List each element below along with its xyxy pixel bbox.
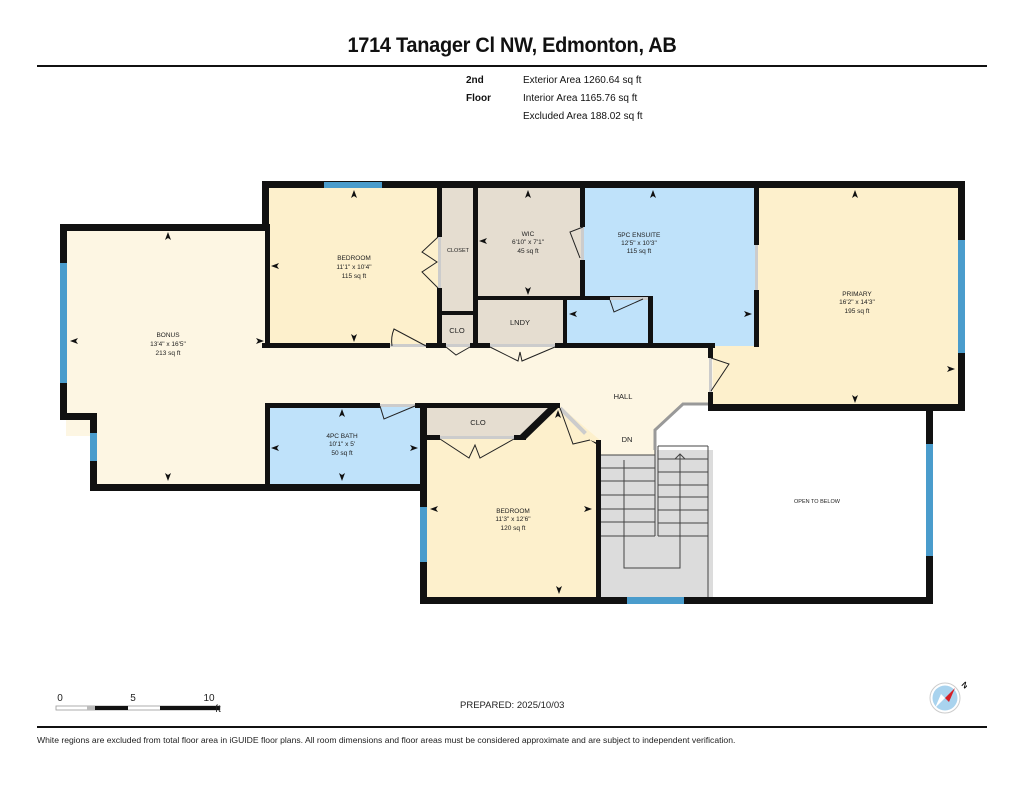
page-title: 1714 Tanager Cl NW, Edmonton, AB: [347, 34, 677, 57]
clo-1-label: CLO: [449, 326, 465, 335]
stairs: [600, 450, 713, 598]
stair-treads: [600, 445, 709, 598]
bath-4pc-area: 50 sq ft: [331, 450, 353, 457]
room-bedroom-1: [268, 187, 440, 346]
bedroom-1-area: 115 sq ft: [342, 273, 367, 280]
bedroom-2-label: BEDROOM: [496, 508, 530, 515]
ensuite-dims: 12'5" x 10'3": [621, 240, 657, 247]
bath-4pc-label: 4PC BATH: [326, 433, 358, 440]
interior-area: Interior Area 1165.76 sq ft: [523, 93, 638, 104]
bonus-label: BONUS: [156, 332, 180, 339]
bedroom-1-dims: 11'1" x 10'4": [336, 264, 372, 271]
bedroom-1-label: BEDROOM: [337, 255, 371, 262]
floor-label: 2nd Floor: [466, 75, 491, 104]
open-to-below-label: OPEN TO BELOW: [794, 499, 841, 505]
scale-bar: 0 5 10 ft: [55, 693, 221, 715]
bedroom-2-dims: 11'3" x 12'6": [495, 516, 531, 523]
primary-area: 195 sq ft: [845, 308, 870, 315]
clo-2-label: CLO: [470, 418, 486, 427]
exterior-area: Exterior Area 1260.64 sq ft: [523, 75, 642, 86]
room-bedroom-2: [426, 406, 600, 598]
scale-unit: ft: [215, 704, 221, 715]
ensuite-label: 5PC ENSUITE: [618, 232, 661, 239]
scale-tick-10: 10: [203, 693, 215, 704]
footer-divider: [37, 726, 987, 728]
hall-label: HALL: [614, 392, 633, 401]
room-closet: [440, 187, 476, 311]
room-clo-2: [426, 406, 555, 437]
room-laundry: [476, 300, 564, 346]
header-divider: [37, 65, 987, 67]
room-primary: [756, 187, 960, 407]
windows: [60, 182, 965, 604]
room-wic: [476, 187, 583, 297]
bonus-area: 213 sq ft: [156, 350, 181, 357]
scale-tick-0: 0: [57, 693, 63, 704]
ensuite-area: 115 sq ft: [627, 248, 652, 255]
wic-area: 45 sq ft: [517, 248, 539, 255]
scale-tick-5: 5: [130, 693, 136, 704]
stairs-down-label: DN: [622, 435, 633, 444]
open-to-below: [655, 404, 930, 598]
compass-icon: N: [929, 680, 967, 714]
bedroom-2-area: 120 sq ft: [501, 525, 526, 532]
compass-north-label: N: [960, 680, 967, 691]
closet-label: CLOSET: [447, 248, 470, 254]
primary-label: PRIMARY: [842, 291, 872, 298]
room-clo-1: [440, 314, 474, 346]
room-labels: BONUS 13'4" x 16'5" 213 sq ft BEDROOM 11…: [150, 231, 875, 532]
doors: [379, 226, 758, 459]
disclaimer-text: White regions are excluded from total fl…: [37, 735, 736, 745]
bath-4pc-dims: 10'1" x 5': [329, 441, 355, 448]
room-bonus: [66, 229, 268, 484]
bonus-dims: 13'4" x 16'5": [150, 341, 186, 348]
wic-dims: 6'10" x 7'1": [512, 239, 545, 246]
prepared-date: PREPARED: 2025/10/03: [460, 700, 565, 711]
laundry-label: LNDY: [510, 318, 530, 327]
wic-label: WIC: [522, 231, 535, 238]
primary-dims: 16'2" x 14'3": [839, 299, 875, 306]
excluded-area: Excluded Area 188.02 sq ft: [523, 111, 643, 122]
room-4pc-bath: [268, 406, 423, 484]
room-fills: [66, 187, 960, 598]
dimension-markers: [70, 190, 955, 594]
